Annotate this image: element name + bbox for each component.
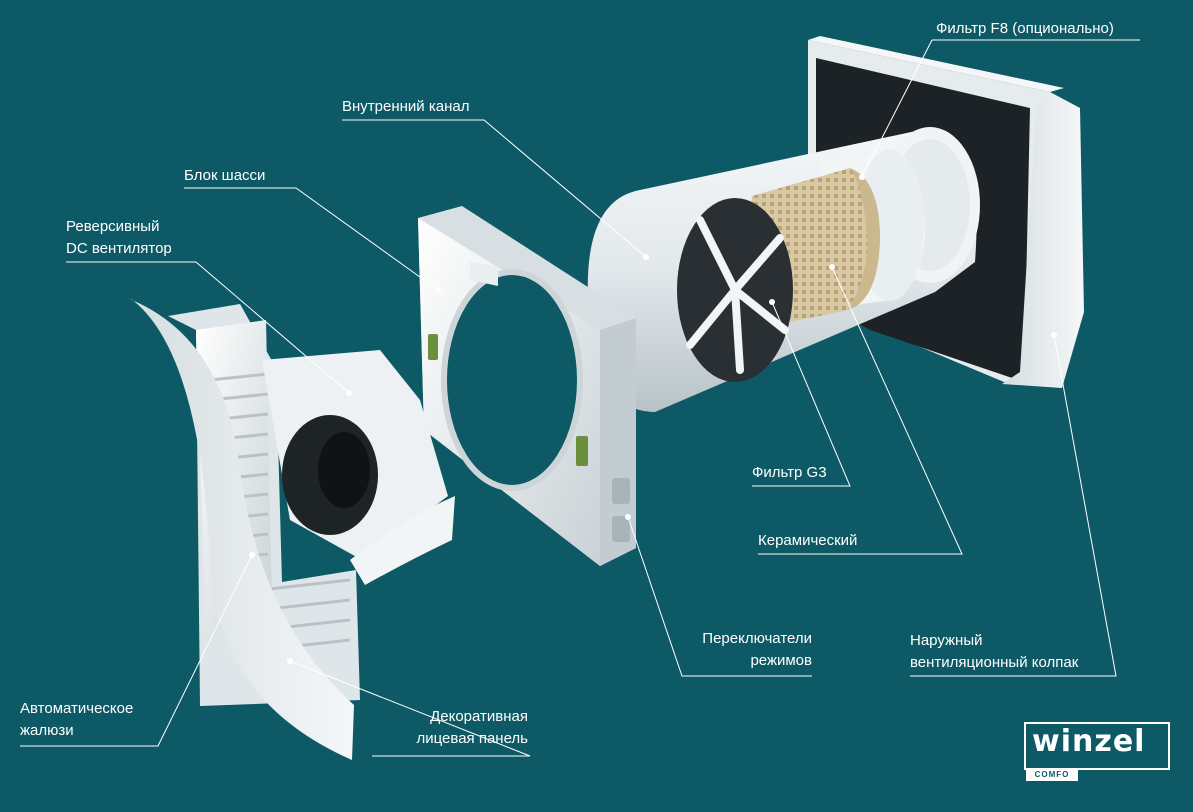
label-filter-g3: Фильтр G3: [752, 464, 827, 481]
leader-dots: [249, 174, 1057, 664]
leader-hood: [910, 334, 1117, 677]
label-reversible-fan-line1: Реверсивный: [66, 218, 160, 235]
label-outer-hood-line2: вентиляционный колпак: [910, 654, 1079, 671]
label-auto-shutter-line2: жалюзи: [20, 722, 74, 739]
label-mode-switches-line1: Переключатели: [702, 630, 812, 647]
inner-fan: [677, 198, 793, 382]
logo-wordmark: winzel: [1032, 724, 1146, 759]
label-auto-shutter-line1: Автоматическое: [20, 700, 134, 717]
leader-filter-g3: [752, 301, 851, 487]
label-mode-switches-line2: режимов: [750, 652, 812, 669]
leader-shutter: [20, 554, 253, 747]
leader-lines: [20, 39, 1140, 757]
leader-chassis: [184, 187, 439, 291]
label-reversible-fan-line2: DC вентилятор: [66, 240, 172, 257]
front-panel: [130, 298, 354, 760]
label-outer-hood-line1: Наружный: [910, 632, 983, 649]
chassis-block: [418, 206, 636, 566]
label-filter-f8: Фильтр F8 (опционально): [936, 20, 1114, 37]
logo-subtitle: COMFO: [1026, 769, 1078, 781]
leader-fan: [66, 261, 350, 394]
leader-ceramic: [758, 266, 963, 555]
leader-switches: [627, 516, 812, 677]
label-front-panel-line1: Декоративная: [430, 708, 528, 725]
logo-frame: [1024, 722, 1170, 770]
winzel-logo: winzel COMFO: [1024, 722, 1172, 784]
leader-inner-channel: [342, 119, 647, 258]
leader-front-panel: [289, 660, 531, 757]
label-inner-channel: Внутренний канал: [342, 98, 470, 115]
label-chassis-block: Блок шасси: [184, 167, 266, 184]
label-front-panel-line2: лицевая панель: [416, 730, 529, 747]
label-ceramic: Керамический: [758, 532, 858, 549]
